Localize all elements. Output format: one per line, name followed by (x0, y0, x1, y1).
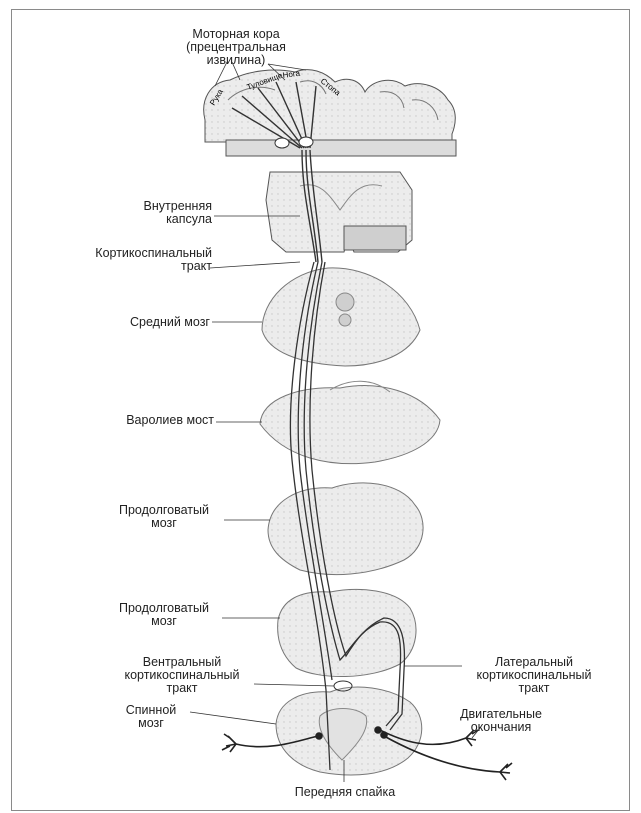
pons-section (260, 381, 440, 463)
label-motor-cortex: Моторная кора (прецентральная извилина) (176, 28, 296, 67)
label-pons: Варолиев мост (84, 414, 214, 427)
internal-capsule-section (266, 172, 412, 252)
label-ventral-tract: Вентральный кортикоспинальный тракт (112, 656, 252, 695)
label-motor-endings: Двигательные окончания (448, 708, 554, 734)
medulla-section-lower (278, 589, 416, 676)
midbrain-section (262, 268, 420, 366)
label-lateral-tract: Латеральный кортикоспинальный тракт (462, 656, 606, 695)
label-medulla-lower: Продолговатый мозг (106, 602, 222, 628)
medulla-section-upper (268, 483, 423, 575)
label-anterior-commissure: Передняя спайка (280, 786, 410, 799)
label-spinal-cord: Спинной мозг (114, 704, 188, 730)
label-midbrain: Средний мозг (84, 316, 210, 329)
label-medulla-upper: Продолговатый мозг (106, 504, 222, 530)
label-corticospinal-tract: Кортикоспинальный тракт (84, 247, 212, 273)
label-internal-capsule: Внутренняя капсула (94, 200, 212, 226)
spinal-cord-section (276, 681, 422, 775)
